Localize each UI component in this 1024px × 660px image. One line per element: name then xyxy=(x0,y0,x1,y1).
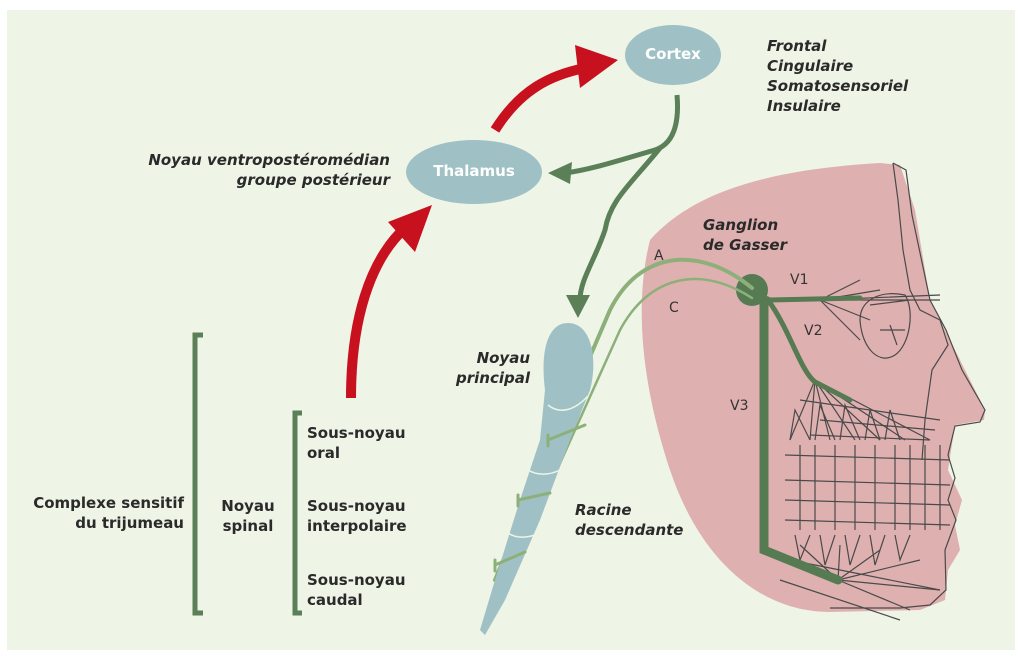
noyau-spinal-line: Noyau xyxy=(221,497,275,515)
sous-noyau-line: interpolaire xyxy=(307,517,407,535)
complexe-line: du trijumeau xyxy=(75,514,184,532)
bracket-noyau-spinal xyxy=(292,410,302,616)
fiber-a-label: A xyxy=(654,248,664,264)
ganglion-label: Ganglion de Gasser xyxy=(703,215,787,255)
noyau-principal-label: Noyau principal xyxy=(440,348,530,388)
noyau-spinal-label: Noyau spinal xyxy=(218,496,278,536)
racine-line: descendante xyxy=(575,521,684,539)
racine-line: Racine xyxy=(575,501,632,519)
descending-arrows xyxy=(564,94,681,301)
cortex-label: Cortex xyxy=(645,45,701,63)
face-profile-lines xyxy=(779,162,986,621)
thalamus-label: Thalamus xyxy=(433,162,515,180)
noyau-principal-line: Noyau xyxy=(476,349,530,367)
thalamus-nuclei-line: groupe postérieur xyxy=(236,171,390,189)
ganglion-label-line: de Gasser xyxy=(703,236,787,254)
fiber-c-label: C xyxy=(669,300,679,316)
complexe-line: Complexe sensitif xyxy=(33,494,184,512)
complexe-sensitif-label: Complexe sensitif du trijumeau xyxy=(22,493,184,533)
sensory-fibers xyxy=(493,257,754,582)
collateral-branches xyxy=(493,423,587,573)
bracket-complexe xyxy=(192,332,203,616)
sous-noyau-line: oral xyxy=(307,444,340,462)
sous-noyau-line: Sous-noyau xyxy=(307,497,406,515)
branch-v1-label: V1 xyxy=(790,272,809,288)
ganglion-label-line: Ganglion xyxy=(703,216,779,234)
cortex-area: Frontal xyxy=(767,37,827,55)
arrow-to-thalamus xyxy=(548,162,572,184)
cortex-areas-list: Frontal Cingulaire Somatosensoriel Insul… xyxy=(767,36,908,116)
face-silhouette xyxy=(641,163,985,612)
cortex-area: Somatosensoriel xyxy=(767,77,909,95)
thalamus-nuclei-line: Noyau ventropostéromédian xyxy=(148,151,390,169)
noyau-spinal-line: spinal xyxy=(222,517,274,535)
thalamus-nuclei-label: Noyau ventropostéromédian groupe postéri… xyxy=(140,150,390,190)
cortex-node xyxy=(625,25,721,85)
sous-noyau-line: Sous-noyau xyxy=(307,571,406,589)
cortex-area: Cingulaire xyxy=(767,57,854,75)
arrow-to-noyau-principal xyxy=(566,295,590,318)
noyau-principal-line: principal xyxy=(456,369,530,387)
brackets xyxy=(192,332,302,616)
thalamus-node xyxy=(406,140,542,204)
sous-noyau-caudal: Sous-noyau caudal xyxy=(307,570,406,610)
racine-descendante-label: Racine descendante xyxy=(575,500,683,540)
trigeminal-nucleus-column xyxy=(480,323,594,635)
sous-noyau-line: Sous-noyau xyxy=(307,424,406,442)
cortex-area: Insulaire xyxy=(767,97,841,115)
branch-v3-label: V3 xyxy=(730,398,749,414)
sous-noyau-oral: Sous-noyau oral xyxy=(307,423,406,463)
nucleus-subdivisions xyxy=(507,395,589,538)
sous-noyau-interpolaire: Sous-noyau interpolaire xyxy=(307,496,407,536)
sous-noyau-line: caudal xyxy=(307,591,363,609)
ascending-arrows xyxy=(346,45,618,399)
branch-v2-label: V2 xyxy=(804,323,823,339)
